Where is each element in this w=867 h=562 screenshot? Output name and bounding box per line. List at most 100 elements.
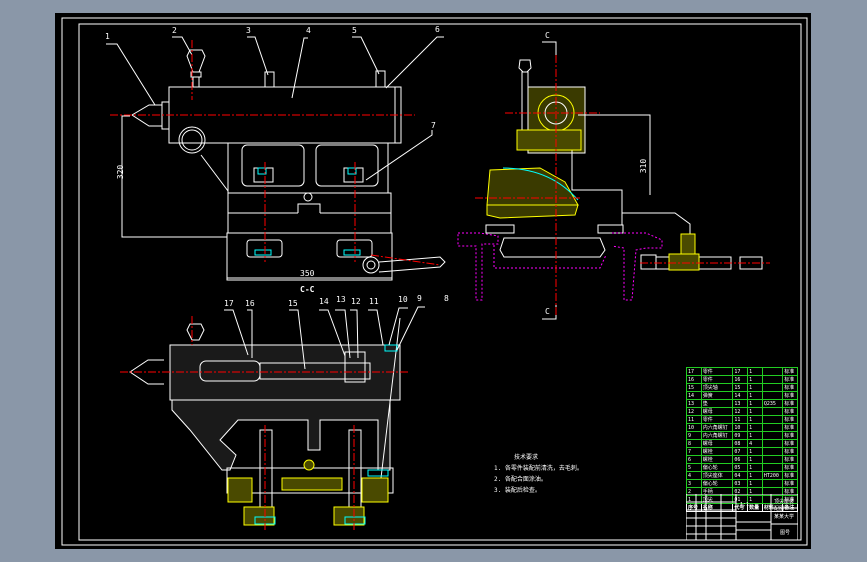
note-line-3: 3. 装配后检查。 [494, 487, 541, 494]
parts-list-cell-note: 标准 [782, 471, 798, 480]
parts-list-cell-name: 偏心轮 [700, 463, 734, 472]
parts-list-cell-code: 04 [732, 471, 749, 480]
balloon-13: 13 [336, 295, 346, 304]
parts-list-cell-mat: Q235 [761, 399, 784, 408]
parts-list-cell-qty: 1 [747, 367, 763, 376]
parts-list-cell-qty: 1 [747, 423, 763, 432]
parts-list-cell-name: 顶尖轴 [700, 383, 734, 392]
side-height-dimension: 310 [639, 158, 649, 174]
parts-list-cell-mat [761, 455, 784, 464]
balloon-8: 8 [444, 294, 449, 303]
parts-list-cell-no: 15 [686, 383, 702, 392]
side-accent [502, 167, 579, 201]
balloon-17: 17 [224, 299, 234, 308]
parts-list-cell-qty: 1 [747, 391, 763, 400]
parts-list-cell-mat [761, 479, 784, 488]
parts-list-cell-name: 内六角螺钉 [700, 423, 734, 432]
balloon-6: 6 [435, 25, 440, 34]
parts-list-cell-note: 标准 [782, 455, 798, 464]
parts-list-cell-no: 5 [686, 463, 702, 472]
parts-list-cell-code: 12 [732, 407, 749, 416]
header-name: 名称 [700, 503, 734, 512]
parts-list-cell-code: 09 [732, 431, 749, 440]
parts-list-cell-qty: 1 [747, 479, 763, 488]
parts-list-cell-mat [761, 415, 784, 424]
parts-list-cell-no: 11 [686, 415, 702, 424]
balloon-4: 4 [306, 26, 311, 35]
note-line-1: 1. 各零件装配前清洗，去毛刺。 [494, 465, 583, 472]
parts-list-cell-code: 03 [732, 479, 749, 488]
parts-list-cell-no: 16 [686, 375, 702, 384]
parts-list-cell-note: 标准 [782, 439, 798, 448]
parts-list-cell-mat [761, 463, 784, 472]
parts-list-cell-qty: 1 [747, 399, 763, 408]
parts-list-cell-name: 内六角螺钉 [700, 431, 734, 440]
section-hatching [227, 459, 389, 526]
parts-list-cell-qty: 1 [747, 447, 763, 456]
parts-list-cell-note: 标准 [782, 375, 798, 384]
parts-list-cell-mat [761, 439, 784, 448]
parts-list-cell-note: 标准 [782, 447, 798, 456]
parts-list-cell-qty: 1 [747, 383, 763, 392]
section-mark-top: C [545, 31, 550, 40]
drawing-sheet [55, 13, 811, 549]
balloon-15: 15 [288, 299, 298, 308]
balloon-11: 11 [369, 297, 379, 306]
parts-list-cell-qty: 1 [747, 407, 763, 416]
note-line-2: 2. 各配合面涂油。 [494, 476, 547, 483]
parts-list-cell-qty: 1 [747, 375, 763, 384]
parts-list-cell-note: 标准 [782, 367, 798, 376]
parts-list-cell-code: 06 [732, 455, 749, 464]
parts-list-cell-no: 10 [686, 423, 702, 432]
balloon-3: 3 [246, 26, 251, 35]
parts-list-cell-code: 17 [732, 367, 749, 376]
parts-list-cell-name: 零件 [700, 415, 734, 424]
parts-list-cell-name: 螺母 [700, 407, 734, 416]
parts-list-cell-name: 垫 [700, 399, 734, 408]
parts-list-cell-mat [761, 423, 784, 432]
parts-list-cell-no: 17 [686, 367, 702, 376]
section-title: C-C [300, 285, 315, 294]
parts-list-cell-note: 标准 [782, 383, 798, 392]
balloon-10: 10 [398, 295, 408, 304]
parts-list-cell-code: 05 [732, 463, 749, 472]
front-height-dimension: 320 [116, 164, 126, 180]
parts-list-cell-no: 12 [686, 407, 702, 416]
parts-list-cell-qty: 4 [747, 439, 763, 448]
side-hidden-lines [457, 232, 663, 301]
parts-list-cell-note: 标准 [782, 463, 798, 472]
parts-list-cell-name: 顶尖座体 [700, 471, 734, 480]
parts-list-cell-mat [761, 431, 784, 440]
balloon-2: 2 [172, 26, 177, 35]
parts-list-cell-no: 4 [686, 471, 702, 480]
parts-list-cell-note: 标准 [782, 391, 798, 400]
parts-list-cell-code: 07 [732, 447, 749, 456]
section-leaders [224, 306, 425, 370]
side-hatching [516, 129, 700, 271]
parts-list-cell-no: 8 [686, 439, 702, 448]
parts-list-cell-no: 9 [686, 431, 702, 440]
parts-list-cell-name: 弹簧 [700, 391, 734, 400]
balloon-12: 12 [351, 297, 361, 306]
parts-list-cell-qty: 1 [747, 471, 763, 480]
balloon-14: 14 [319, 297, 329, 306]
front-centerlines [110, 40, 441, 266]
parts-list-cell-qty: 1 [747, 431, 763, 440]
parts-list-cell-code: 10 [732, 423, 749, 432]
parts-list-cell-note: 标准 [782, 399, 798, 408]
drawing-number-label: 图号 [780, 530, 791, 536]
parts-list-cell-name: 螺栓 [700, 455, 734, 464]
title-block-grid [686, 494, 798, 540]
balloon-5: 5 [352, 26, 357, 35]
parts-list-cell-name: 零件 [700, 367, 734, 376]
inner-frame [78, 23, 802, 541]
